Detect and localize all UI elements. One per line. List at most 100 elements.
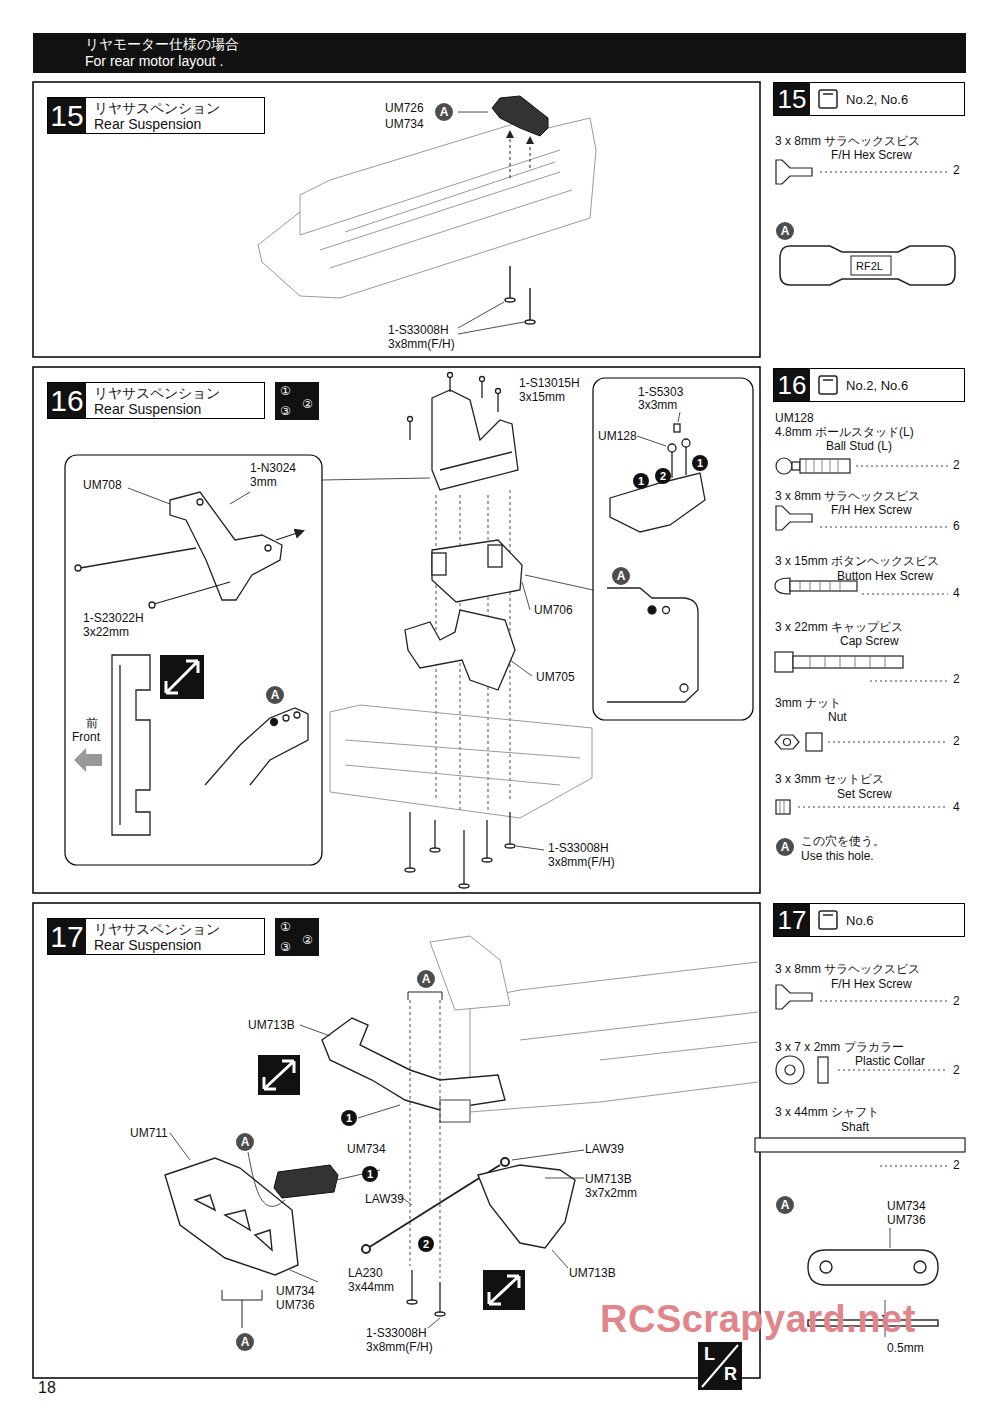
part-a-drawing (808, 1250, 938, 1285)
screw (463, 830, 464, 884)
orientation-icon (489, 1276, 519, 1304)
header-text: リヤモーター仕様の場合 (85, 36, 966, 53)
chassis-drawing (470, 1000, 758, 1112)
leader-line (516, 846, 544, 850)
part-label: UM705 (536, 670, 575, 684)
step-number: 17 (774, 904, 810, 936)
part-label: 3 x 44mm シャフト (775, 1105, 879, 1119)
reference-letter: A (417, 970, 435, 988)
ball-stud-plate (682, 439, 690, 447)
part-icon (775, 578, 790, 594)
screw (435, 1312, 445, 1316)
part-label: Shaft (841, 1120, 869, 1134)
rear-mount-plate (488, 545, 502, 567)
leader-line (322, 478, 593, 850)
reference-letter: A (776, 222, 794, 240)
screw (482, 858, 492, 862)
leader-line (458, 112, 488, 113)
screw (509, 266, 511, 298)
part-a-drawing (914, 1261, 926, 1273)
part-label: 1-S33008H (548, 841, 609, 855)
part-icon (806, 733, 822, 751)
step-title: リヤサスペンションRear Suspension (86, 919, 228, 954)
part-label: LAW39 (365, 1192, 404, 1206)
dotted-leader (880, 1166, 948, 1167)
part-label: 3x8mm(F/H) (548, 855, 615, 869)
shock-tower-side (197, 499, 203, 505)
dotted-leader (828, 742, 948, 743)
bag-icon (819, 90, 837, 108)
panel-frame (33, 367, 760, 893)
leader-line (322, 478, 430, 480)
bag-icon (819, 911, 837, 929)
screw (434, 820, 435, 848)
step-number: 16 (774, 369, 810, 401)
reference-letter: A (612, 567, 630, 585)
ball-stud-plate (674, 424, 680, 432)
hole-detail (283, 715, 289, 721)
screw (529, 288, 531, 320)
orientation-icon (483, 1270, 525, 1310)
thread-lines (810, 656, 885, 668)
part-icon (818, 1057, 828, 1083)
thread-lines (800, 581, 840, 591)
screw (408, 373, 501, 441)
leader-line (230, 492, 250, 504)
callout-number: 1 (341, 1110, 357, 1126)
screw-icon (776, 985, 812, 1009)
part-label: 2 (953, 734, 960, 748)
part-label: LA230 (348, 1266, 383, 1280)
part-a-drawing (780, 246, 955, 285)
bracket (222, 1290, 262, 1300)
screw (407, 1270, 445, 1316)
upper-arm (322, 1018, 505, 1122)
bumper-guard (255, 1230, 272, 1250)
part-label: 3x7x2mm (585, 1186, 637, 1200)
chassis-drawing (330, 705, 592, 818)
step-number: 17 (48, 919, 86, 954)
chassis-drawing (600, 1042, 758, 1060)
lower-arm (478, 1165, 575, 1248)
part-label: UM128 (775, 411, 814, 425)
front-arrow (74, 748, 102, 772)
part-label: 3x3mm (638, 398, 677, 412)
panel-frame (33, 82, 760, 1378)
part-label: 前 (86, 716, 98, 730)
screw (75, 565, 81, 571)
part-label: UM734 (385, 117, 424, 131)
bracket (408, 992, 442, 1000)
bag-icon-space (810, 904, 846, 936)
ball-stud-plate (668, 444, 676, 452)
part-label: UM736 (887, 1213, 926, 1227)
screw (75, 532, 300, 608)
dimension-line (890, 1228, 891, 1248)
screw (481, 380, 482, 398)
part-label: Use this hole. (801, 849, 874, 863)
bag-icon (823, 914, 833, 916)
leader-line (128, 488, 250, 504)
part-a-drawing (820, 1261, 832, 1273)
arrow (510, 134, 511, 178)
upper-arm (440, 1100, 470, 1122)
orientation-icon (160, 655, 204, 699)
leader-line (300, 1025, 330, 1036)
part-marking: RF2L (856, 259, 883, 273)
leader-line (522, 582, 530, 610)
part-label: 4 (953, 586, 960, 600)
screw (525, 320, 535, 324)
rear-mount-base (405, 610, 515, 690)
part-label: UM708 (83, 478, 122, 492)
leader-line (428, 1318, 440, 1328)
chassis-drawing (320, 172, 560, 250)
leader-line (510, 660, 532, 676)
dashed-guide (410, 1000, 411, 1266)
bumper-guard (225, 1210, 250, 1230)
part-label: 1-S33008H (366, 1326, 427, 1340)
rear-mount-plate (432, 540, 522, 602)
screw (154, 582, 230, 604)
part-label: UM713B (585, 1172, 632, 1186)
dotted-leader (856, 466, 948, 467)
screw (496, 389, 501, 394)
part-icon (776, 458, 792, 474)
shock-tower (440, 452, 512, 470)
